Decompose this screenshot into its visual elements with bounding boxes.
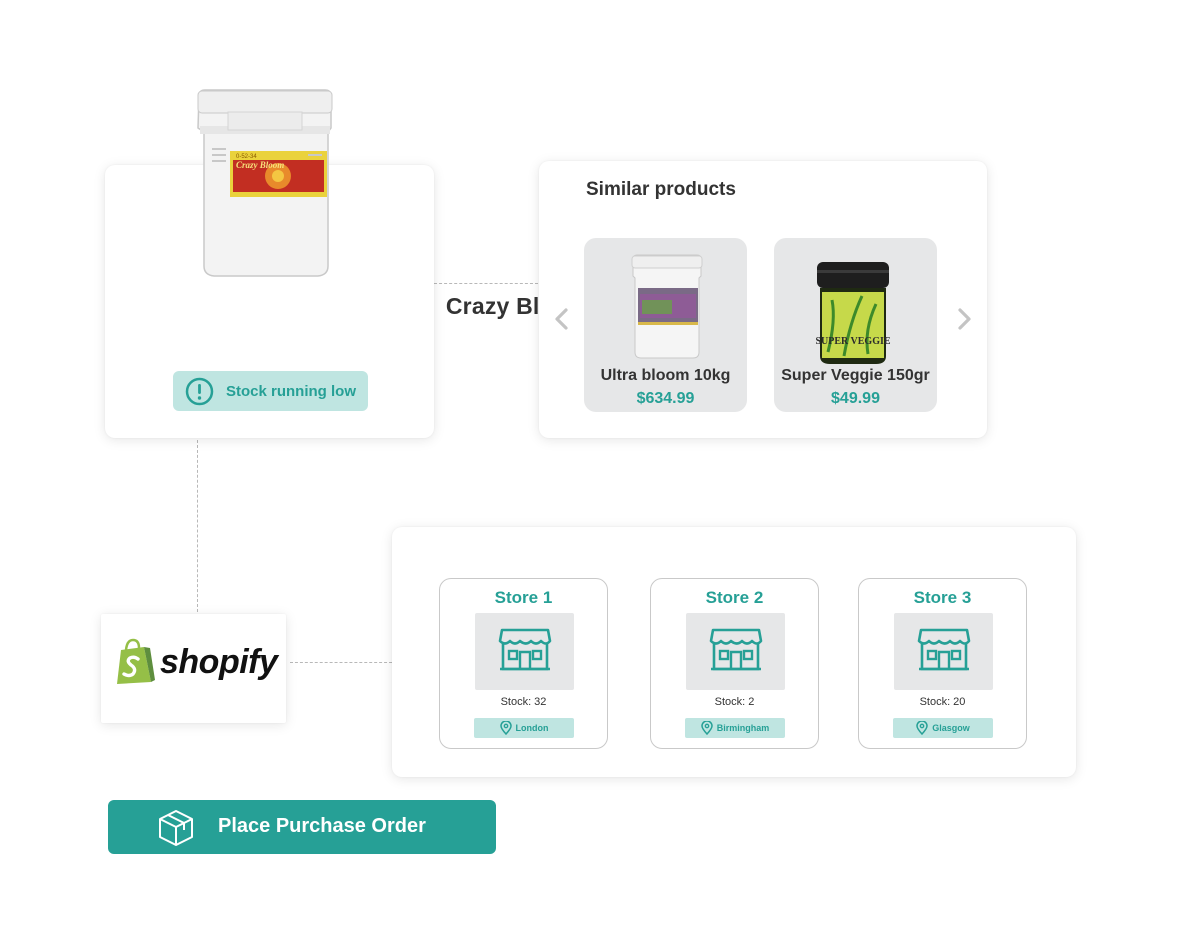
similar-products-title: Similar products xyxy=(586,179,736,200)
shopify-wordmark: shopify xyxy=(160,643,278,681)
similar-product-name: Ultra bloom 10kg xyxy=(600,367,731,384)
chevron-left-icon[interactable] xyxy=(550,304,574,334)
store-title: Store 2 xyxy=(705,588,764,607)
store-location: Glasgow xyxy=(932,723,970,733)
product-bucket-image: 0-52-34 Crazy Bloom xyxy=(197,89,333,277)
storefront-icon xyxy=(709,628,763,671)
store-title: Store 3 xyxy=(913,588,972,607)
package-label: Crazy Bloom xyxy=(236,160,284,170)
map-pin-icon xyxy=(916,721,928,735)
store-card[interactable]: Store 1 Stock: 32 London xyxy=(439,578,608,749)
connector-shopify-to-stores xyxy=(290,662,392,663)
ultra-bloom-product-image xyxy=(631,254,703,359)
place-purchase-order-label: Place Purchase Order xyxy=(218,815,426,837)
store-stock: Stock: 2 xyxy=(714,696,755,708)
store-location: Birmingham xyxy=(716,723,770,733)
store-image xyxy=(894,613,993,690)
alert-circle-icon xyxy=(185,377,214,405)
store-stock: Stock: 20 xyxy=(919,696,966,708)
store-location-badge: Glasgow xyxy=(893,718,993,738)
stock-status-badge: Stock running low xyxy=(173,371,368,411)
store-location-badge: London xyxy=(474,718,574,738)
store-title: Store 1 xyxy=(494,588,553,607)
map-pin-icon xyxy=(499,721,512,735)
jar-label: SUPER VEGGIE xyxy=(815,336,890,347)
chevron-right-icon[interactable] xyxy=(952,304,976,334)
super-veggie-product-image: SUPER VEGGIE xyxy=(815,262,891,364)
store-stock: Stock: 32 xyxy=(500,696,547,708)
store-image xyxy=(475,613,574,690)
box-icon xyxy=(159,810,193,846)
storefront-icon xyxy=(917,628,971,671)
similar-product-tile[interactable]: SUPER VEGGIE Super Veggie 150gr $49.99 xyxy=(774,238,937,412)
store-card[interactable]: Store 3 Stock: 20 Glasgow xyxy=(858,578,1027,749)
store-location-badge: Birmingham xyxy=(685,718,785,738)
similar-product-price: $49.99 xyxy=(831,390,880,407)
map-pin-icon xyxy=(700,721,713,735)
shopify-bag-icon xyxy=(117,638,155,684)
similar-product-price: $634.99 xyxy=(636,390,695,407)
similar-product-tile[interactable]: Ultra bloom 10kg $634.99 xyxy=(584,238,747,412)
connector-main-to-similar xyxy=(434,283,538,284)
connector-main-to-shopify xyxy=(197,440,198,612)
store-card[interactable]: Store 2 Stock: 2 Birmingham xyxy=(650,578,819,749)
similar-product-name: Super Veggie 150gr xyxy=(781,367,930,384)
store-image xyxy=(686,613,785,690)
storefront-icon xyxy=(498,628,552,671)
place-purchase-order-button[interactable]: Place Purchase Order xyxy=(108,800,496,854)
stock-status-text: Stock running low xyxy=(226,382,356,400)
package-npk: 0-52-34 xyxy=(236,154,257,160)
store-location: London xyxy=(515,723,549,733)
